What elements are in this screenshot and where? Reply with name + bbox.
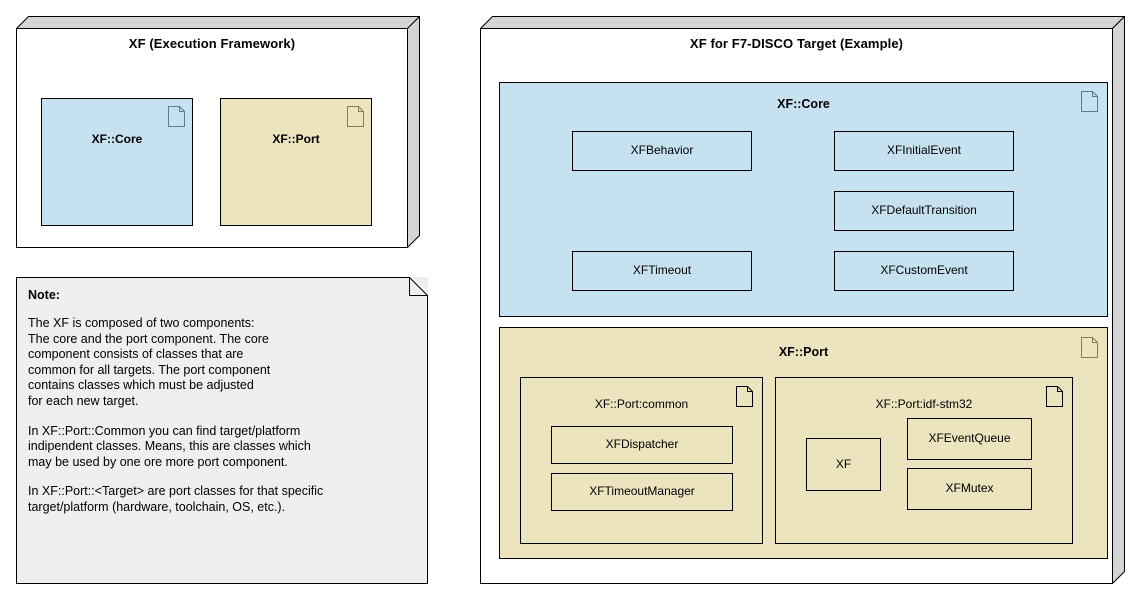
component-label: XF::Port:common bbox=[594, 397, 689, 411]
component-page-icon bbox=[1046, 386, 1063, 407]
component-label: XF::Core bbox=[777, 97, 830, 111]
note-paragraph: In XF::Port::<Target> are port classes f… bbox=[28, 484, 324, 514]
component-xf-port-idf-stm32[interactable]: XF::Port:idf-stm32 XF XFEventQueue XFMut… bbox=[775, 377, 1073, 544]
package-xf-execution-framework[interactable]: XF (Execution Framework) XF::Core XF::Po… bbox=[16, 16, 420, 248]
class-box[interactable]: XFEventQueue bbox=[907, 418, 1032, 460]
class-box[interactable]: XFMutex bbox=[907, 468, 1032, 510]
package-title: XF for F7-DISCO Target (Example) bbox=[689, 36, 904, 51]
package-title: XF (Execution Framework) bbox=[128, 36, 296, 51]
component-page-icon bbox=[1081, 91, 1098, 112]
class-box[interactable]: XFTimeout bbox=[572, 251, 752, 291]
component-page-icon bbox=[1081, 337, 1098, 358]
class-box[interactable]: XFInitialEvent bbox=[834, 131, 1014, 171]
component-page-icon bbox=[347, 106, 364, 127]
component-xf-core[interactable]: XF::Core bbox=[41, 98, 193, 226]
class-box[interactable]: XFDefaultTransition bbox=[834, 191, 1014, 231]
note-content: Note: The XF is composed of two componen… bbox=[28, 288, 414, 576]
class-box[interactable]: XF bbox=[806, 438, 881, 491]
class-box[interactable]: XFCustomEvent bbox=[834, 251, 1014, 291]
note-title: Note: bbox=[28, 288, 60, 302]
component-label: XF::Core bbox=[91, 132, 143, 146]
component-label: XF::Port bbox=[272, 132, 320, 146]
component-xf-port-common[interactable]: XF::Port:common XFDispatcher XFTimeoutMa… bbox=[520, 377, 763, 544]
note-paragraph: The XF is composed of two components: Th… bbox=[28, 316, 271, 408]
class-box[interactable]: XFTimeoutManager bbox=[551, 473, 733, 511]
note-paragraph: In XF::Port::Common you can find target/… bbox=[28, 423, 311, 469]
component-label: XF::Port bbox=[778, 345, 829, 359]
component-xf-port[interactable]: XF::Port bbox=[220, 98, 372, 226]
class-box[interactable]: XFDispatcher bbox=[551, 426, 733, 464]
component-group-xf-core[interactable]: XF::Core XFBehavior XFTimeout XFInitialE… bbox=[499, 82, 1108, 317]
class-box[interactable]: XFBehavior bbox=[572, 131, 752, 171]
component-label: XF::Port:idf-stm32 bbox=[875, 397, 973, 411]
note-box[interactable]: Note: The XF is composed of two componen… bbox=[16, 277, 428, 584]
note-shape bbox=[16, 277, 428, 584]
component-page-icon bbox=[736, 386, 753, 407]
component-group-xf-port[interactable]: XF::Port XF::Port:common XFDispatcher XF… bbox=[499, 327, 1108, 559]
component-page-icon bbox=[168, 106, 185, 127]
